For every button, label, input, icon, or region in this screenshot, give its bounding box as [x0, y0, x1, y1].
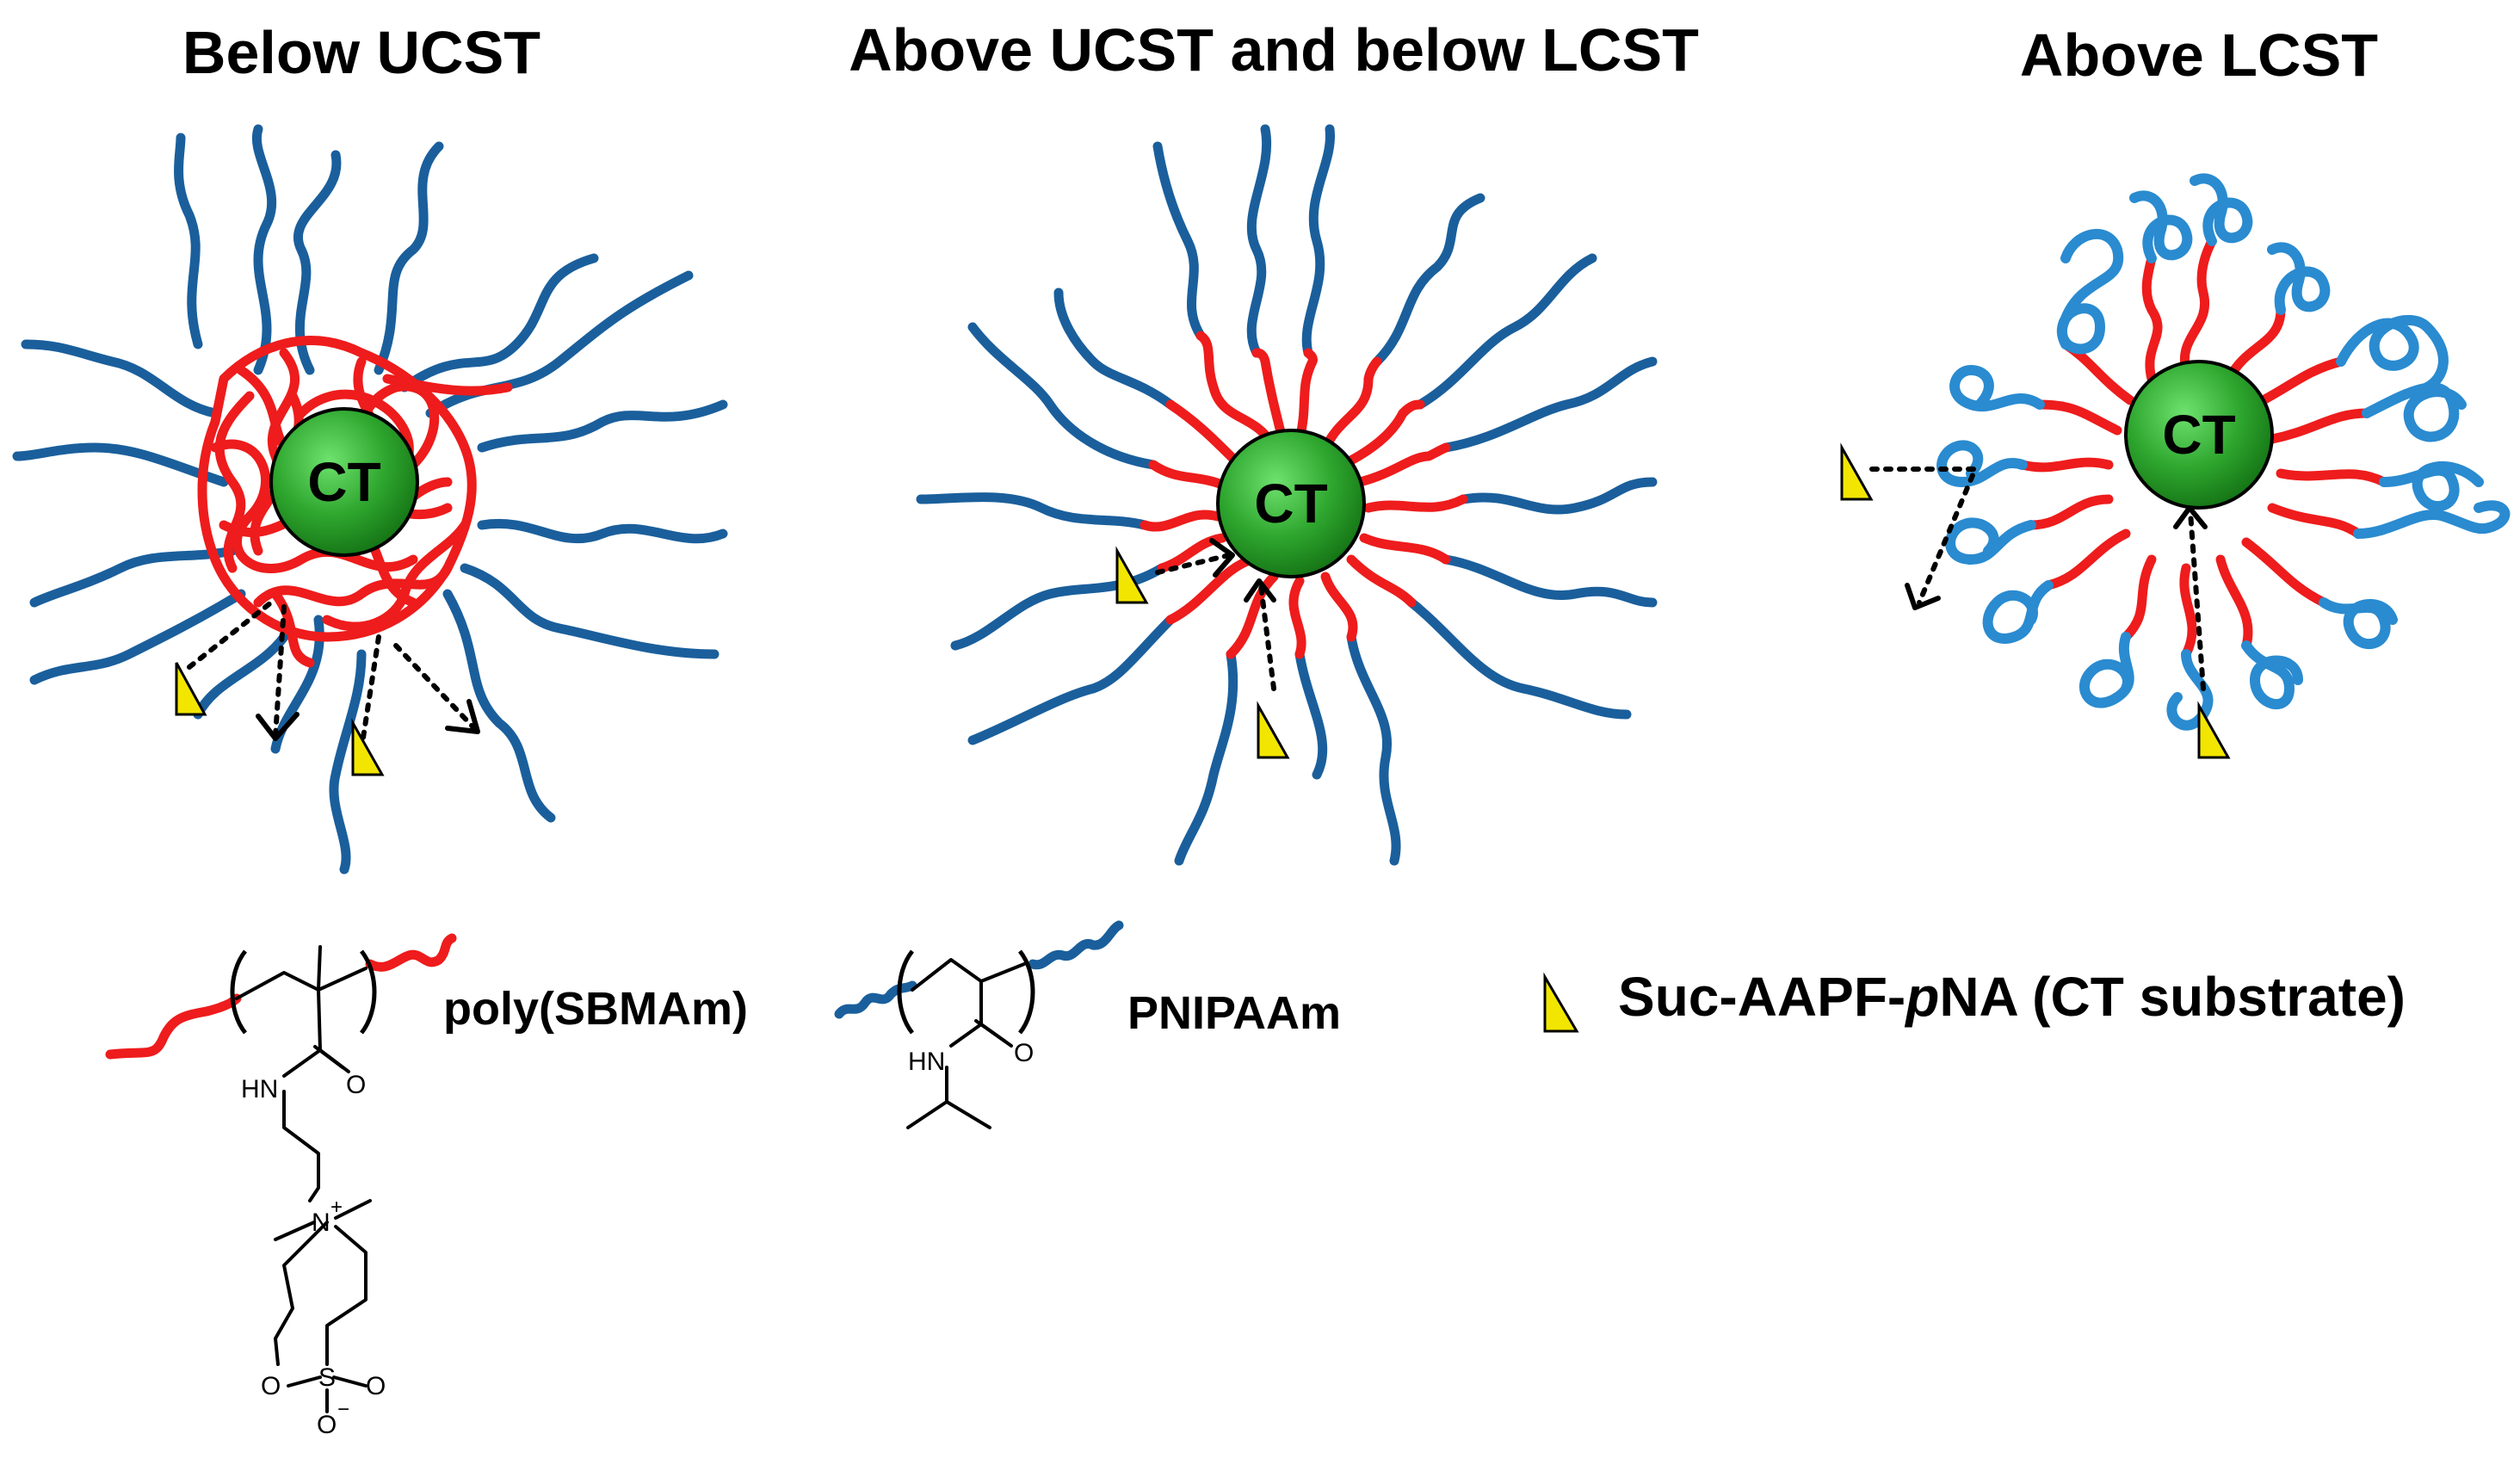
ct-core [2124, 360, 2274, 510]
substrate-triangle [175, 662, 207, 716]
legend-label-pnipaam: PNIPAAm [1127, 987, 1341, 1039]
legend-pnipaam: HN O PNIPAAm [834, 920, 1341, 1129]
pnipaam-collapsed-coils [1936, 173, 2511, 731]
poly-sbmam-extended [2017, 236, 2389, 659]
substrate-triangle [1257, 701, 1290, 759]
atom-hn: HN [241, 1075, 278, 1103]
red-chain-swatch [365, 933, 457, 972]
substrate-label-post: NA (CT substrate) [1939, 966, 2406, 1028]
atom-o: O [346, 1071, 366, 1099]
substrate-triangle [351, 718, 385, 776]
legend-label-poly-sbmam: poly(SBMAm) [443, 983, 748, 1035]
substrate-label-italic: p [1904, 966, 1939, 1028]
substrate-triangle [2197, 701, 2231, 759]
substrate-label-pre: Suc-AAPF- [1618, 966, 1905, 1028]
panel-title-between: Above UCST and below LCST [849, 16, 1699, 83]
poly-sbmam-extended [1140, 331, 1468, 659]
panel-above-lcst: CT [1840, 173, 2511, 759]
atom-n-plus: N [312, 1208, 330, 1237]
ct-core-label: CT [1254, 473, 1327, 535]
ct-core-label: CT [307, 451, 380, 513]
ct-core [269, 407, 419, 557]
substrate-triangle [1840, 442, 1874, 501]
atom-o-minus: O [317, 1411, 337, 1439]
charge-plus: + [330, 1196, 343, 1219]
substrate-triangle [1543, 972, 1579, 1033]
panel-title-above-lcst: Above LCST [2020, 22, 2378, 89]
atom-s: S [318, 1363, 336, 1392]
substrate-triangle [1115, 546, 1149, 604]
panel-below-ucst: CT [12, 124, 728, 875]
atom-o-left: O [261, 1372, 281, 1400]
atom-o: O [1014, 1039, 1034, 1067]
legend-substrate: Suc-AAPF-pNA (CT substrate) [1543, 966, 2406, 1033]
ct-core [1216, 429, 1366, 578]
blue-chain-swatch [1028, 920, 1124, 970]
legend-poly-sbmam: HN O N + S O O O − poly(SBMAm) [105, 933, 748, 1439]
atom-hn: HN [908, 1048, 945, 1076]
charge-minus: − [337, 1398, 349, 1421]
atom-o-right: O [366, 1372, 386, 1400]
substrate-access-arrows [1155, 538, 1276, 691]
red-chain-swatch [105, 993, 242, 1060]
sbmam-structure: HN O N + S O O O − [230, 945, 386, 1439]
legend-label-substrate: Suc-AAPF-pNA (CT substrate) [1618, 966, 2406, 1028]
substrate-arrows [1869, 467, 2208, 691]
pnipaam-structure: HN O [897, 949, 1035, 1129]
panel-between: CT [916, 124, 1658, 866]
ct-core-label: CT [2162, 404, 2235, 466]
panel-title-below-ucst: Below UCST [182, 19, 540, 86]
substrate-blocked-arrows [187, 600, 480, 751]
